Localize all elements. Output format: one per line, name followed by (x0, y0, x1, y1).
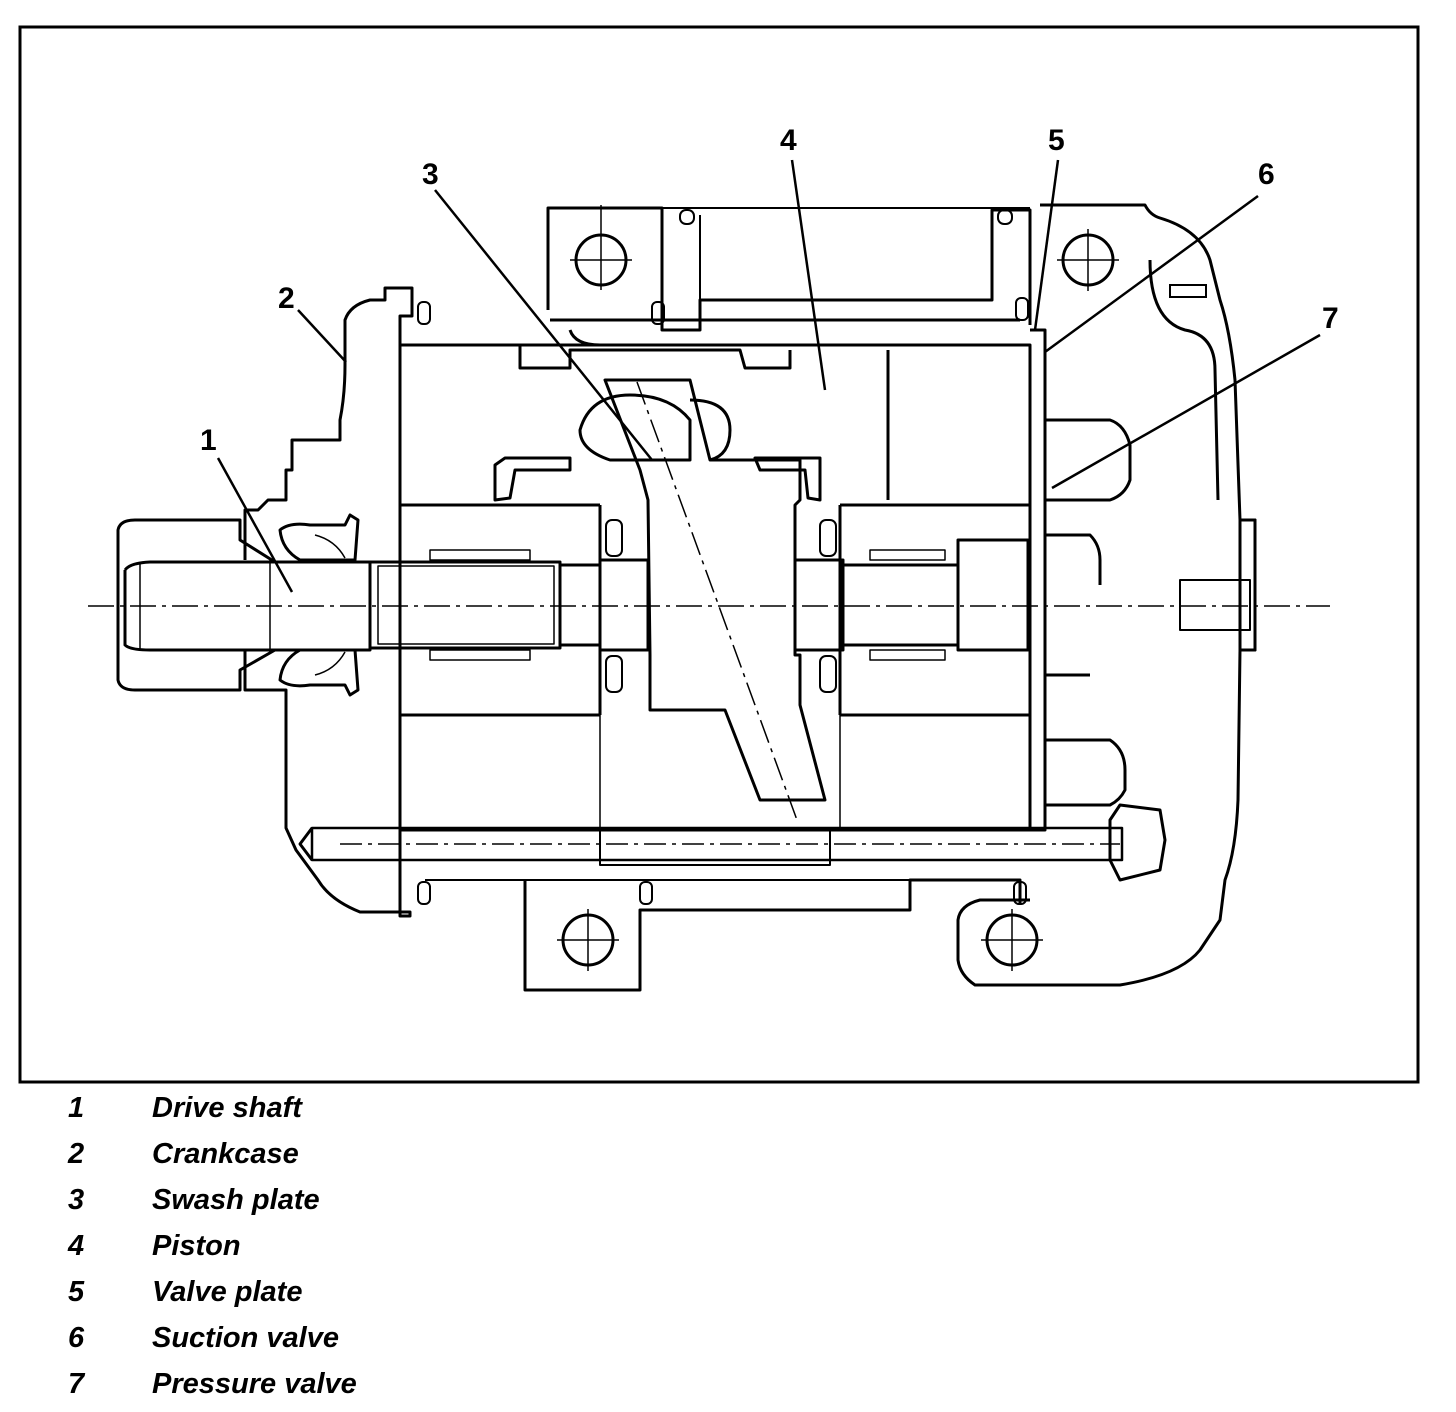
legend-item: 6 Suction valve (68, 1318, 668, 1364)
legend-item: 5 Valve plate (68, 1272, 668, 1318)
callout-7: 7 (1322, 302, 1339, 335)
mounting-hole-bottom-right (981, 909, 1043, 971)
legend-number: 2 (68, 1138, 85, 1170)
cylinder-block-front (398, 343, 1032, 832)
callout-6: 6 (1258, 158, 1275, 191)
legend-label: Piston (152, 1230, 241, 1262)
leader-2 (297, 309, 347, 363)
callout-3: 3 (422, 158, 439, 191)
leader-7 (1051, 333, 1321, 490)
compressor-cross-section-drawing: 1 2 3 4 5 6 7 (18, 25, 1420, 1084)
bearing-left (429, 549, 531, 561)
callout-1: 1 (200, 424, 217, 457)
mounting-hole-top-right (1057, 229, 1119, 291)
parts-legend: 1 Drive shaft 2 Crankcase 3 Swash plate … (68, 1088, 668, 1410)
legend-number: 7 (68, 1368, 85, 1400)
legend-number: 1 (68, 1092, 85, 1124)
shaft-seal (278, 513, 360, 562)
callout-5: 5 (1048, 124, 1065, 157)
legend-item: 7 Pressure valve (68, 1364, 668, 1410)
legend-number: 5 (68, 1276, 85, 1308)
legend-item: 3 Swash plate (68, 1180, 668, 1226)
leader-lines (216, 159, 1321, 593)
leader-6 (1044, 194, 1259, 354)
legend-number: 6 (68, 1322, 85, 1354)
legend-label: Swash plate (152, 1184, 320, 1216)
legend-label: Valve plate (152, 1276, 303, 1308)
legend-label: Drive shaft (152, 1092, 302, 1124)
figure-frame (18, 25, 1420, 1084)
bottom-mounting-lugs (523, 878, 1022, 992)
compressor-body (88, 203, 1330, 992)
rear-cylinder-head (1030, 328, 1047, 832)
legend-number: 4 (68, 1230, 85, 1262)
leader-3 (434, 189, 653, 461)
legend-number: 3 (68, 1184, 85, 1216)
drive-shaft-nose (116, 518, 372, 692)
legend-item: 2 Crankcase (68, 1134, 668, 1180)
callout-2: 2 (278, 282, 295, 315)
legend-label: Pressure valve (152, 1368, 357, 1400)
callout-4: 4 (780, 124, 797, 157)
legend-label: Crankcase (152, 1138, 299, 1170)
mounting-hole-bottom-left (557, 909, 619, 971)
leader-1 (216, 457, 294, 593)
leader-4 (790, 159, 827, 391)
swash-plate (603, 378, 827, 802)
top-mounting-lugs (546, 206, 1032, 332)
legend-item: 4 Piston (68, 1226, 668, 1272)
legend-item: 1 Drive shaft (68, 1088, 668, 1134)
piston-shoe-top (578, 393, 692, 462)
through-bolt (310, 826, 1124, 862)
legend-label: Suction valve (152, 1322, 339, 1354)
leader-5 (1033, 159, 1060, 331)
crankcase-outline (232, 286, 414, 918)
mounting-holes (417, 205, 1207, 971)
mounting-hole-top-left (570, 205, 632, 290)
bearing-right (869, 549, 946, 561)
